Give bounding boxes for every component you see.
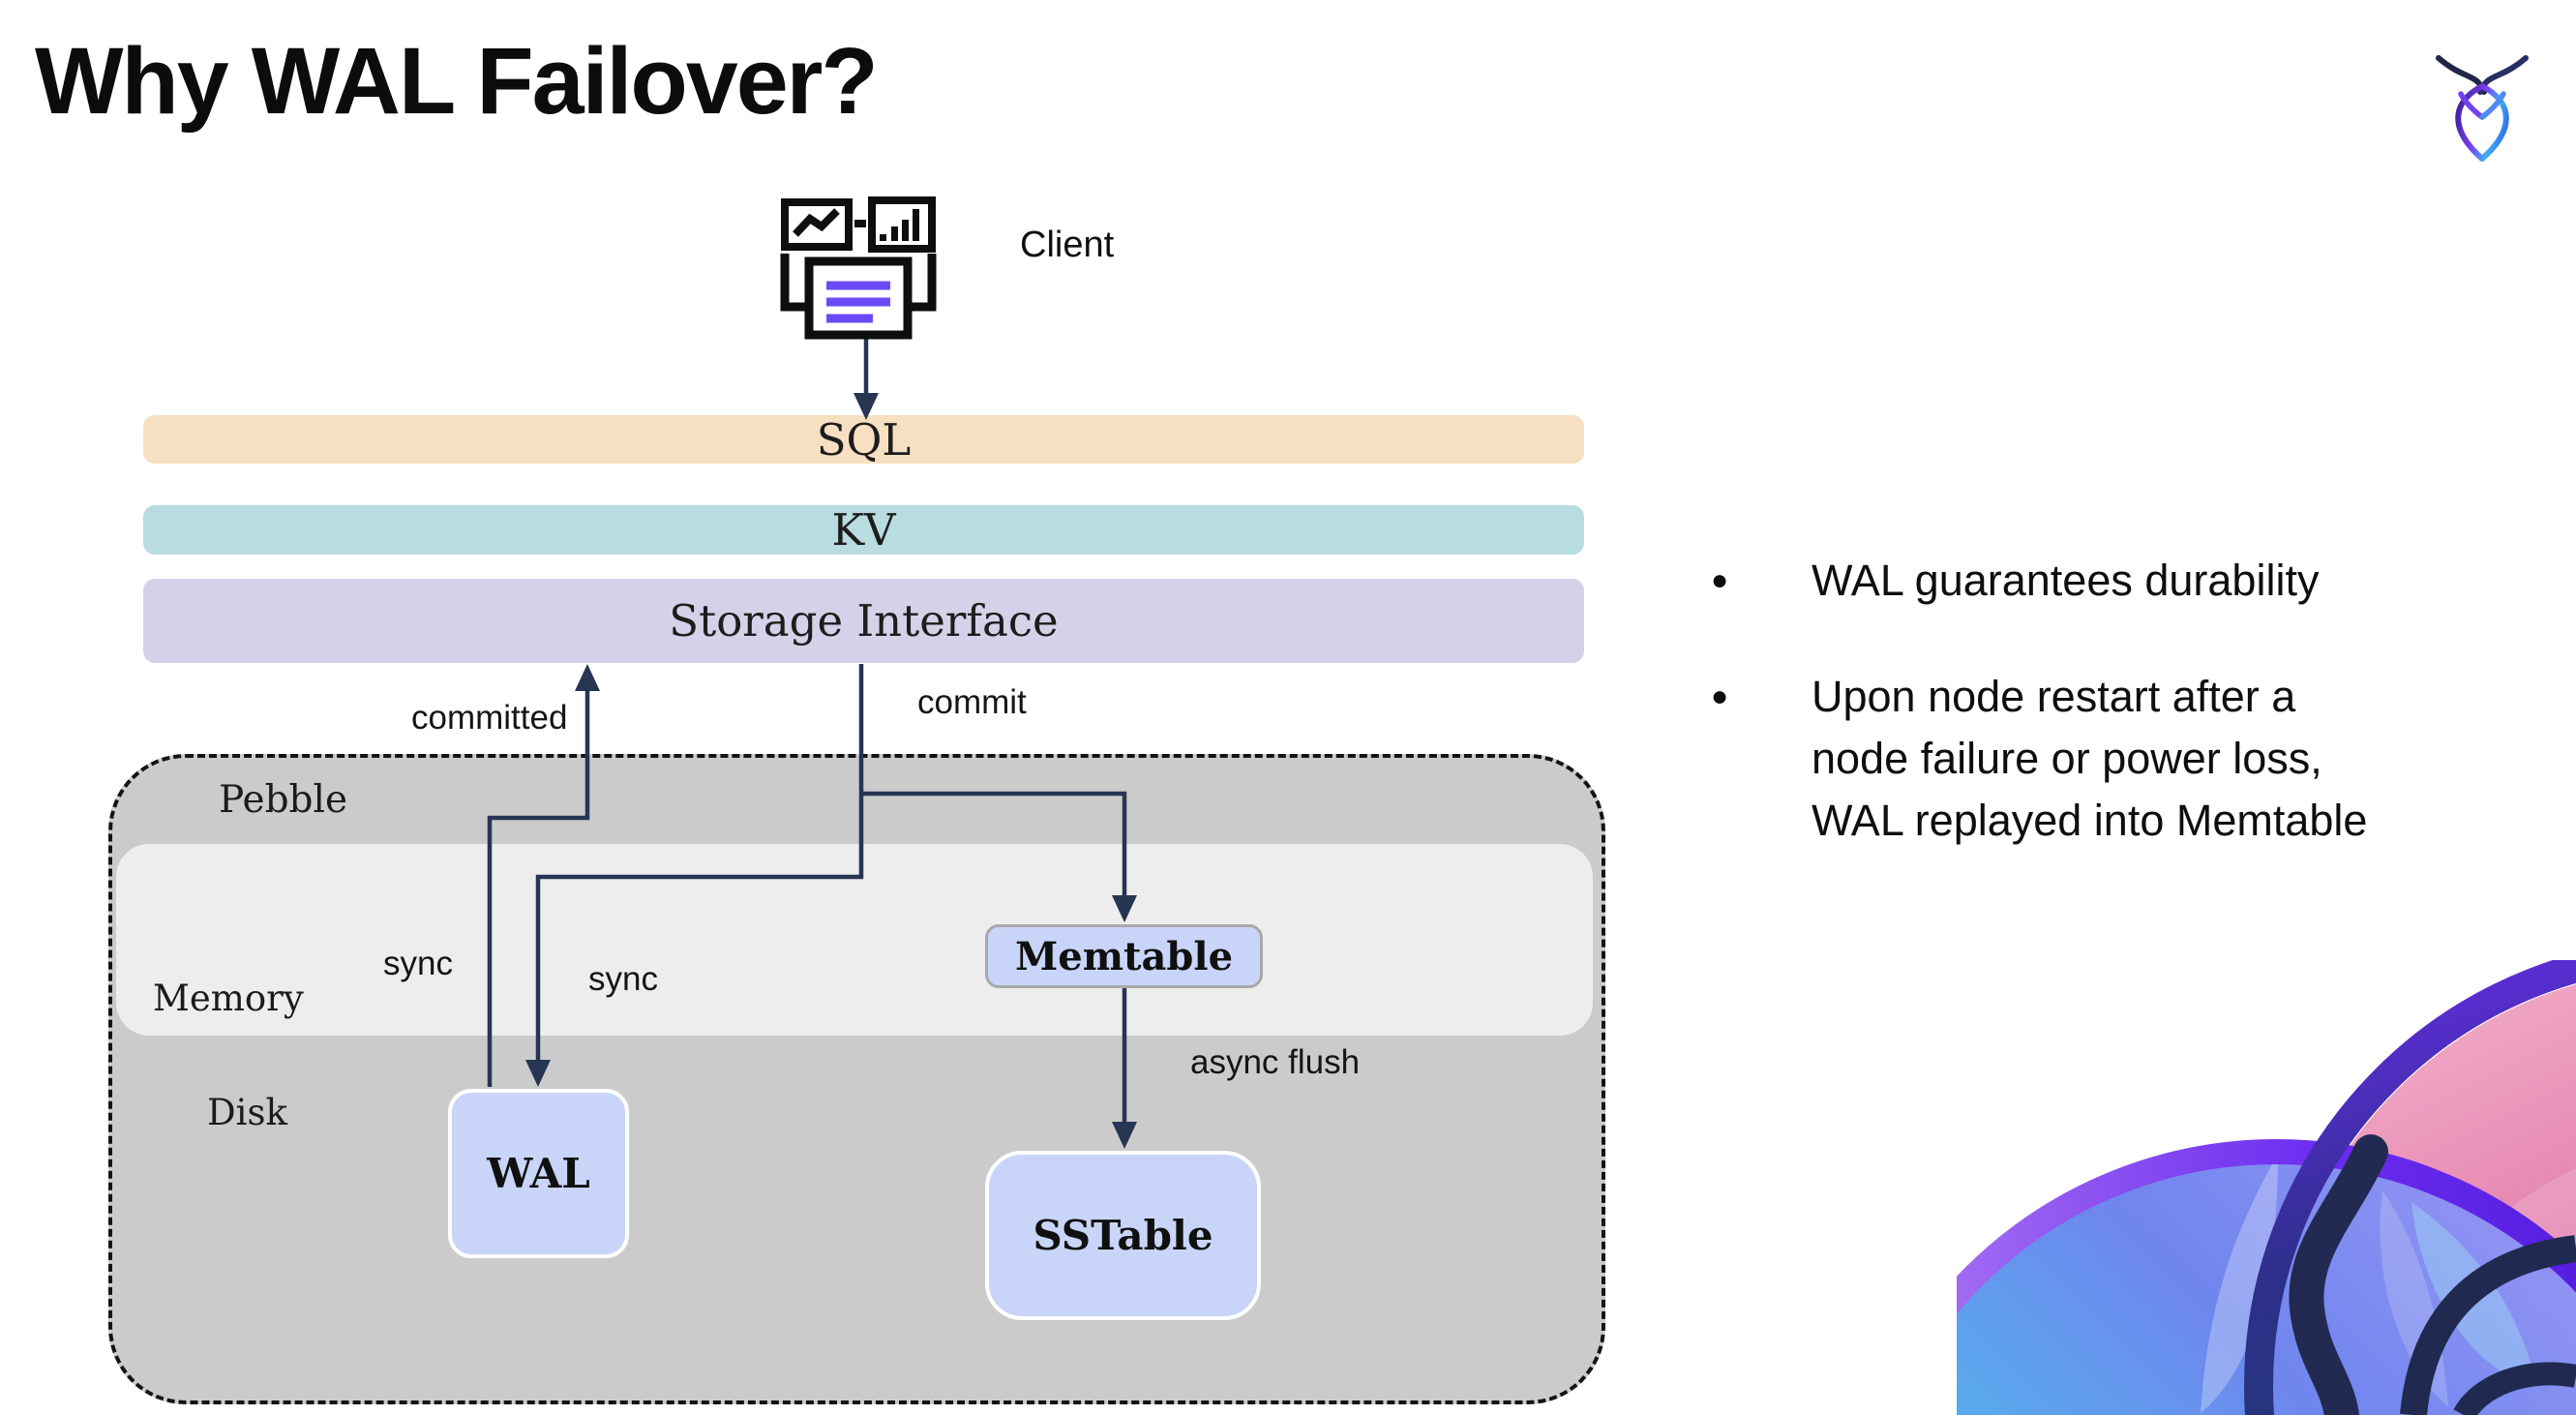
client-workstation-icon — [780, 196, 937, 340]
bullet-line: Upon node restart after a — [1812, 672, 2296, 721]
wal-node: WAL — [448, 1089, 629, 1258]
memtable-node-label: Memtable — [1014, 933, 1234, 979]
layer-bar-storage-interface: Storage Interface — [143, 579, 1584, 663]
pebble-label: Pebble — [219, 778, 348, 822]
committed-edge-label: committed — [411, 699, 568, 737]
client-label: Client — [1020, 225, 1115, 265]
layer-bar-storage-label: Storage Interface — [669, 595, 1059, 647]
bullet-line: node failure or power loss, — [1812, 734, 2322, 783]
list-item: ● WAL guarantees durability — [1711, 550, 2553, 612]
memory-band — [116, 844, 1593, 1036]
sstable-node-label: SSTable — [1033, 1212, 1213, 1259]
layer-bar-kv: KV — [143, 504, 1584, 556]
layer-bar-sql-label: SQL — [816, 413, 912, 466]
page-title: Why WAL Failover? — [35, 28, 879, 134]
layer-bar-kv-label: KV — [831, 504, 896, 556]
sync-wal-edge-label: sync — [588, 960, 658, 998]
disk-label: Disk — [207, 1092, 287, 1133]
memtable-node: Memtable — [985, 924, 1263, 988]
async-flush-edge-label: async flush — [1190, 1043, 1361, 1081]
bullet-text: WAL guarantees durability — [1812, 556, 2320, 605]
arrowhead-committed — [575, 664, 600, 691]
sstable-node: SSTable — [985, 1151, 1261, 1320]
bullet-dot-icon: ● — [1711, 680, 1729, 712]
layer-bar-sql: SQL — [143, 413, 1584, 466]
list-item: ● Upon node restart after a node failure… — [1711, 666, 2553, 852]
cockroachdb-logo-icon — [2436, 55, 2529, 162]
bullet-text: Upon node restart after a node failure o… — [1812, 666, 2367, 852]
commit-edge-label: commit — [917, 683, 1027, 721]
sync-return-edge-label: sync — [383, 945, 453, 982]
wal-node-label: WAL — [487, 1150, 590, 1197]
bullet-dot-icon: ● — [1711, 564, 1729, 596]
cockroachdb-brand-art — [1957, 960, 2576, 1415]
bullet-line: WAL replayed into Memtable — [1812, 796, 2368, 845]
key-points-panel: ● WAL guarantees durability ● Upon node … — [1711, 550, 2553, 852]
memory-label: Memory — [153, 978, 304, 1019]
